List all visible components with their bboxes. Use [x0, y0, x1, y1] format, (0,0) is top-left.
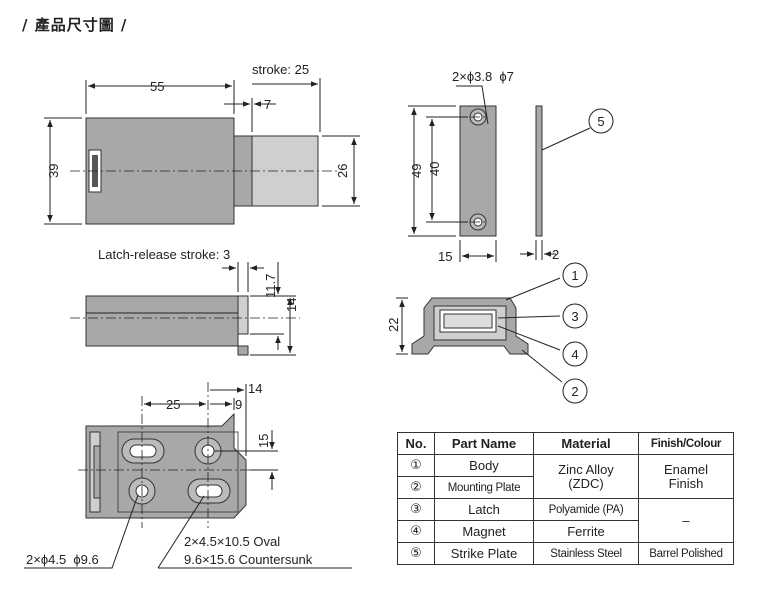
- row-material: Ferrite: [533, 520, 639, 543]
- dim-2: 2: [552, 247, 559, 262]
- dim-49: 49: [409, 164, 424, 178]
- dim-7: 7: [264, 97, 271, 112]
- dim-11-7: 11.7: [263, 274, 278, 298]
- dim-9: 9: [235, 397, 242, 412]
- callout-1: 1: [562, 262, 588, 288]
- dim-stroke: stroke: 25: [252, 62, 309, 77]
- dim-latch-release: Latch-release stroke: 3: [98, 247, 230, 262]
- header-finish: Finish/Colour: [638, 432, 734, 455]
- callout-2: 2: [562, 378, 588, 404]
- strike-holes-note: 2×ϕ3.8 ϕ7: [452, 69, 514, 84]
- strike-plate-view: [408, 85, 591, 262]
- callout-3: 3: [562, 303, 588, 329]
- callout-4: 4: [562, 341, 588, 367]
- row-part-name: Magnet: [434, 520, 534, 543]
- table-row: ⑤ Strike Plate Stainless Steel Barrel Po…: [397, 542, 734, 565]
- row-no: ④: [397, 520, 435, 543]
- end-view: [396, 277, 563, 383]
- table-row: ③ Latch Polyamide (PA) –: [397, 498, 734, 543]
- row-finish: –: [638, 498, 734, 543]
- hole-note: 2×ϕ4.5 ϕ9.6: [26, 552, 99, 567]
- dim-14-side: 14: [284, 298, 299, 312]
- oval-note-2: 9.6×15.6 Countersunk: [184, 552, 313, 567]
- header-no: No.: [397, 432, 435, 455]
- svg-text:1: 1: [571, 268, 578, 283]
- dim-39: 39: [46, 164, 61, 178]
- dim-15-bottom: 15: [256, 434, 271, 448]
- dim-40: 40: [427, 162, 442, 176]
- row-finish: Enamel Finish: [638, 454, 734, 499]
- row-part-name: Latch: [434, 498, 534, 521]
- front-view: [44, 78, 360, 225]
- dim-25: 25: [166, 397, 180, 412]
- row-part-name: Strike Plate: [434, 542, 534, 565]
- row-part-name: Body: [434, 454, 534, 477]
- svg-text:2: 2: [571, 384, 578, 399]
- svg-text:4: 4: [571, 347, 578, 362]
- row-material: Stainless Steel: [533, 542, 639, 565]
- table-header-row: No. Part Name Material Finish/Colour: [397, 432, 734, 455]
- row-material: Polyamide (PA): [533, 498, 639, 521]
- dim-22: 22: [386, 318, 401, 332]
- oval-note-1: 2×4.5×10.5 Oval: [184, 534, 280, 549]
- row-no: ③: [397, 498, 435, 521]
- page-title: / 產品尺寸圖 /: [22, 16, 128, 34]
- callout-5: 5: [588, 108, 614, 134]
- row-part-name: Mounting Plate: [434, 476, 534, 499]
- dim-14-top: 14: [248, 381, 262, 396]
- row-finish: Barrel Polished: [638, 542, 734, 565]
- bottom-view: [24, 382, 352, 569]
- dim-55: 55: [150, 79, 164, 94]
- side-view: [70, 262, 300, 356]
- header-part-name: Part Name: [434, 432, 534, 455]
- row-no: ②: [397, 476, 435, 499]
- header-material: Material: [533, 432, 639, 455]
- table-row: ④ Magnet Ferrite: [397, 520, 734, 543]
- dim-26: 26: [335, 164, 350, 178]
- table-row: ① Body Zinc Alloy (ZDC) Enamel Finish: [397, 454, 734, 499]
- svg-text:3: 3: [571, 309, 578, 324]
- parts-table: No. Part Name Material Finish/Colour ① B…: [397, 432, 734, 565]
- row-no: ⑤: [397, 542, 435, 565]
- row-material: Zinc Alloy (ZDC): [533, 454, 639, 499]
- dim-15-strike: 15: [438, 249, 452, 264]
- svg-text:5: 5: [597, 114, 604, 129]
- row-no: ①: [397, 454, 435, 477]
